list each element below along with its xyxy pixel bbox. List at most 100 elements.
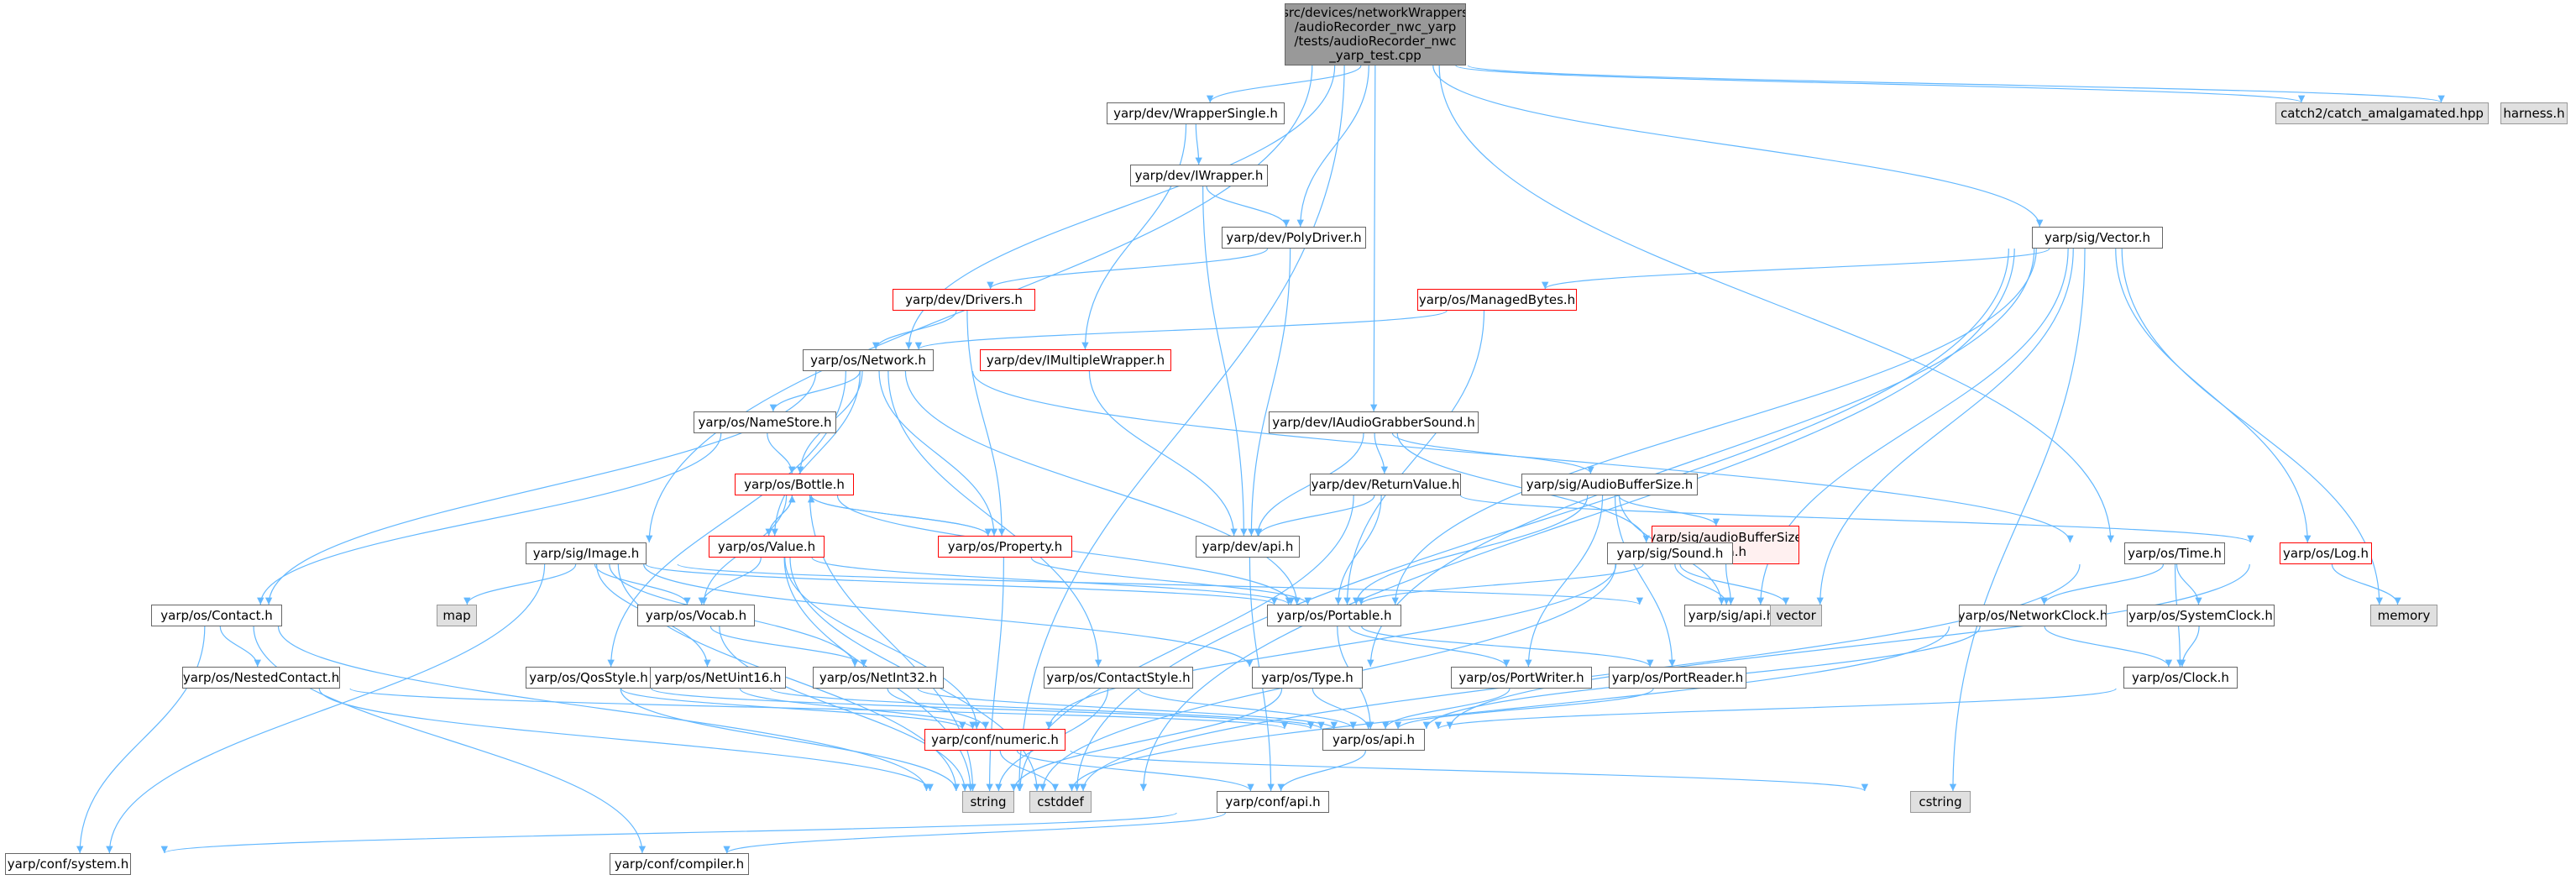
node-iaudiograbber[interactable]: yarp/dev/IAudioGrabberSound.h <box>1269 411 1479 433</box>
edge-log-to-memory <box>2331 563 2401 605</box>
node-type[interactable]: yarp/os/Type.h <box>1252 667 1363 689</box>
edge-networkclock-to-string <box>1068 626 1950 792</box>
edge-portwriter-to-osapi <box>1381 688 1511 730</box>
node-cstring: cstring <box>1910 791 1971 813</box>
node-portreader[interactable]: yarp/os/PortReader.h <box>1609 667 1746 689</box>
node-sigvector[interactable]: yarp/sig/Vector.h <box>2032 227 2163 249</box>
edge-image-to-vocab <box>594 563 691 605</box>
edge-nestedcontact-to-string <box>318 688 934 792</box>
edge-iaudiograbber-to-returnvalue <box>1374 432 1389 474</box>
edge-sigvector-to-cstring <box>1949 248 2086 792</box>
edge-imultiple-to-devapi <box>1088 370 1238 537</box>
node-netuint16[interactable]: yarp/os/NetUint16.h <box>650 667 786 689</box>
node-audiobuffersize[interactable]: yarp/sig/AudioBufferSize.h <box>1521 474 1698 495</box>
node-portwriter[interactable]: yarp/os/PortWriter.h <box>1451 667 1592 689</box>
node-devapi[interactable]: yarp/dev/api.h <box>1196 536 1300 558</box>
edge-sound-to-vector <box>1679 563 1790 605</box>
edge-clock-to-osapi <box>1434 688 2117 730</box>
node-portable[interactable]: yarp/os/Portable.h <box>1267 605 1401 626</box>
edge-portable-to-portwriter <box>1348 626 1511 668</box>
edge-contactstyle-to-osapi <box>1138 688 1357 730</box>
edge-sigvector-to-string <box>1073 248 2009 792</box>
edge-image-to-portable <box>645 563 1278 605</box>
edge-returnvalue-to-devapi <box>1254 495 1375 537</box>
edge-property-to-bottle <box>807 495 989 537</box>
node-value[interactable]: yarp/os/Value.h <box>709 536 825 558</box>
node-map: map <box>437 605 477 626</box>
node-harness: harness.h <box>2500 102 2568 124</box>
node-imultiple[interactable]: yarp/dev/IMultipleWrapper.h <box>980 349 1171 371</box>
node-drivers[interactable]: yarp/dev/Drivers.h <box>893 289 1035 311</box>
node-systemclock[interactable]: yarp/os/SystemClock.h <box>2127 605 2275 626</box>
node-property[interactable]: yarp/os/Property.h <box>938 536 1072 558</box>
edge-managedbytes-to-portable <box>1343 310 1485 605</box>
node-osapi[interactable]: yarp/os/api.h <box>1322 729 1425 751</box>
edge-root-to-string <box>1015 65 1345 792</box>
node-contactstyle[interactable]: yarp/os/ContactStyle.h <box>1044 667 1193 689</box>
edge-network-to-namestore <box>769 370 861 412</box>
node-managedbytes[interactable]: yarp/os/ManagedBytes.h <box>1417 289 1577 311</box>
edge-wrappersingle-to-imultiple <box>1081 123 1187 350</box>
node-time[interactable]: yarp/os/Time.h <box>2124 542 2225 564</box>
edge-namestore-to-bottle <box>767 432 796 474</box>
node-bottle[interactable]: yarp/os/Bottle.h <box>735 474 854 495</box>
edge-type-to-string <box>1010 688 1283 792</box>
edge-qosstyle-to-osapi <box>651 688 1315 730</box>
edge-osapi-to-confapi <box>1277 750 1366 792</box>
node-confapi[interactable]: yarp/conf/api.h <box>1217 791 1329 813</box>
edge-value-to-vocab <box>698 557 762 605</box>
node-namestore[interactable]: yarp/os/NameStore.h <box>694 411 836 433</box>
edge-value-to-numeric <box>784 557 981 730</box>
edge-netint32-to-osapi <box>917 688 1338 730</box>
node-returnvalue[interactable]: yarp/dev/ReturnValue.h <box>1310 474 1461 495</box>
node-wrappersingle[interactable]: yarp/dev/WrapperSingle.h <box>1107 102 1285 124</box>
edge-returnvalue-to-portable <box>1334 495 1382 605</box>
edge-networkclock-to-clock <box>2044 626 2173 668</box>
node-confcompiler[interactable]: yarp/conf/compiler.h <box>610 853 749 875</box>
edge-root-to-iaudiograbber <box>1369 65 1378 412</box>
edge-sigvector-to-vector <box>1816 248 2074 605</box>
edge-iwrapper-to-polydriver <box>1206 186 1291 228</box>
edge-audiobufferdata-to-sigapi <box>1725 563 1735 605</box>
edge-time-to-systemclock <box>2175 563 2202 605</box>
edge-image-to-type <box>643 563 1254 668</box>
edge-systemclock-to-clock <box>2178 626 2200 668</box>
node-numeric[interactable]: yarp/conf/numeric.h <box>924 729 1065 751</box>
edge-vocab-to-netint32 <box>709 626 867 668</box>
node-netint32[interactable]: yarp/os/NetInt32.h <box>813 667 944 689</box>
edge-sigvector-to-portable <box>1391 248 2037 605</box>
node-log[interactable]: yarp/os/Log.h <box>2280 542 2372 564</box>
node-qosstyle[interactable]: yarp/os/QosStyle.h <box>526 667 652 689</box>
edge-returnvalue-to-log <box>1460 495 2254 543</box>
edge-portable-to-portreader <box>1361 626 1654 668</box>
node-sigapi[interactable]: yarp/sig/api.h <box>1684 605 1778 626</box>
edge-image-to-map <box>463 563 577 605</box>
edge-root-to-sigvector <box>1432 65 2044 228</box>
node-clock[interactable]: yarp/os/Clock.h <box>2123 667 2238 689</box>
node-nestedcontact[interactable]: yarp/os/NestedContact.h <box>182 667 340 689</box>
edge-contact-to-confcompiler <box>253 626 647 854</box>
edge-network-to-contactstyle <box>887 370 1102 668</box>
edge-root-to-polydriver <box>1296 65 1369 228</box>
node-networkclock[interactable]: yarp/os/NetworkClock.h <box>1959 605 2107 626</box>
edge-network-to-value <box>771 370 861 537</box>
edge-polydriver-to-devapi <box>1248 248 1291 537</box>
node-sound[interactable]: yarp/sig/Sound.h <box>1607 542 1733 564</box>
edge-time-to-networkclock <box>2040 563 2165 605</box>
edge-root-to-catch2 <box>1455 65 2305 103</box>
edge-contact-to-string <box>277 626 930 792</box>
node-confsystem[interactable]: yarp/conf/system.h <box>5 853 131 875</box>
node-vocab[interactable]: yarp/os/Vocab.h <box>637 605 755 626</box>
node-contact[interactable]: yarp/os/Contact.h <box>151 605 282 626</box>
node-polydriver[interactable]: yarp/dev/PolyDriver.h <box>1222 227 1366 249</box>
edge-iaudiograbber-to-audiobuffersize <box>1391 432 1594 474</box>
edge-audiobuffersize-to-portreader <box>1614 495 1676 668</box>
edge-netint32-to-numeric <box>887 688 990 730</box>
node-iwrapper[interactable]: yarp/dev/IWrapper.h <box>1130 165 1268 186</box>
node-string: string <box>962 791 1014 813</box>
edge-audiobuffersize-to-audiobufferdata <box>1618 495 1720 526</box>
node-image[interactable]: yarp/sig/Image.h <box>526 542 647 564</box>
edge-image-to-confsystem <box>106 563 546 854</box>
node-network[interactable]: yarp/os/Network.h <box>803 349 934 371</box>
